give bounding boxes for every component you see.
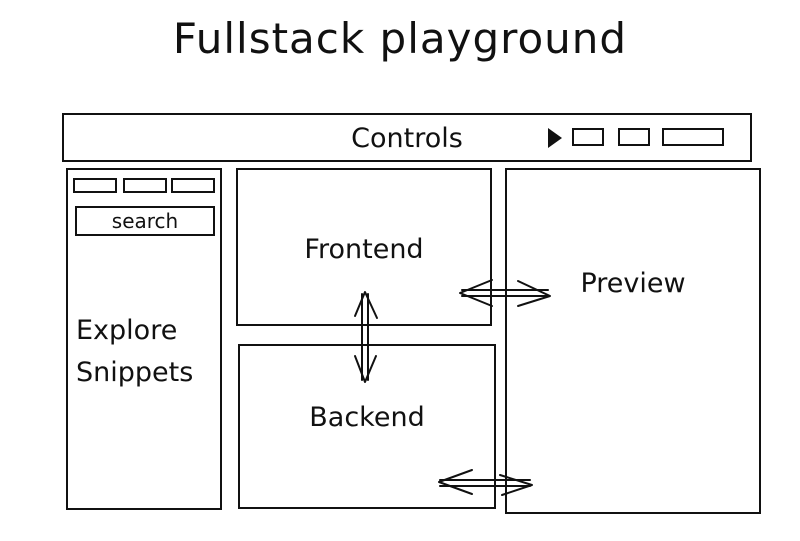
explore-snippets-label: Explore Snippets: [76, 315, 194, 388]
search-input[interactable]: search: [75, 206, 215, 236]
frontend-label: Frontend: [304, 234, 424, 265]
sidebar-tab-2[interactable]: [123, 178, 167, 193]
play-icon[interactable]: [548, 128, 562, 148]
snippets-sidebar: search Explore Snippets: [66, 168, 222, 510]
control-button-wide[interactable]: [662, 128, 724, 146]
control-button-1[interactable]: [572, 128, 604, 146]
backend-label: Backend: [309, 402, 425, 433]
sidebar-tab-1[interactable]: [73, 178, 117, 193]
controls-label: Controls: [351, 123, 463, 154]
preview-panel[interactable]: Preview: [505, 168, 761, 514]
page-title: Fullstack playground: [172, 14, 628, 63]
backend-panel[interactable]: Backend: [238, 344, 496, 509]
control-button-2[interactable]: [618, 128, 650, 146]
sidebar-tab-3[interactable]: [171, 178, 215, 193]
controls-bar: Controls: [62, 113, 752, 162]
preview-label: Preview: [580, 268, 686, 299]
frontend-panel[interactable]: Frontend: [236, 168, 492, 326]
